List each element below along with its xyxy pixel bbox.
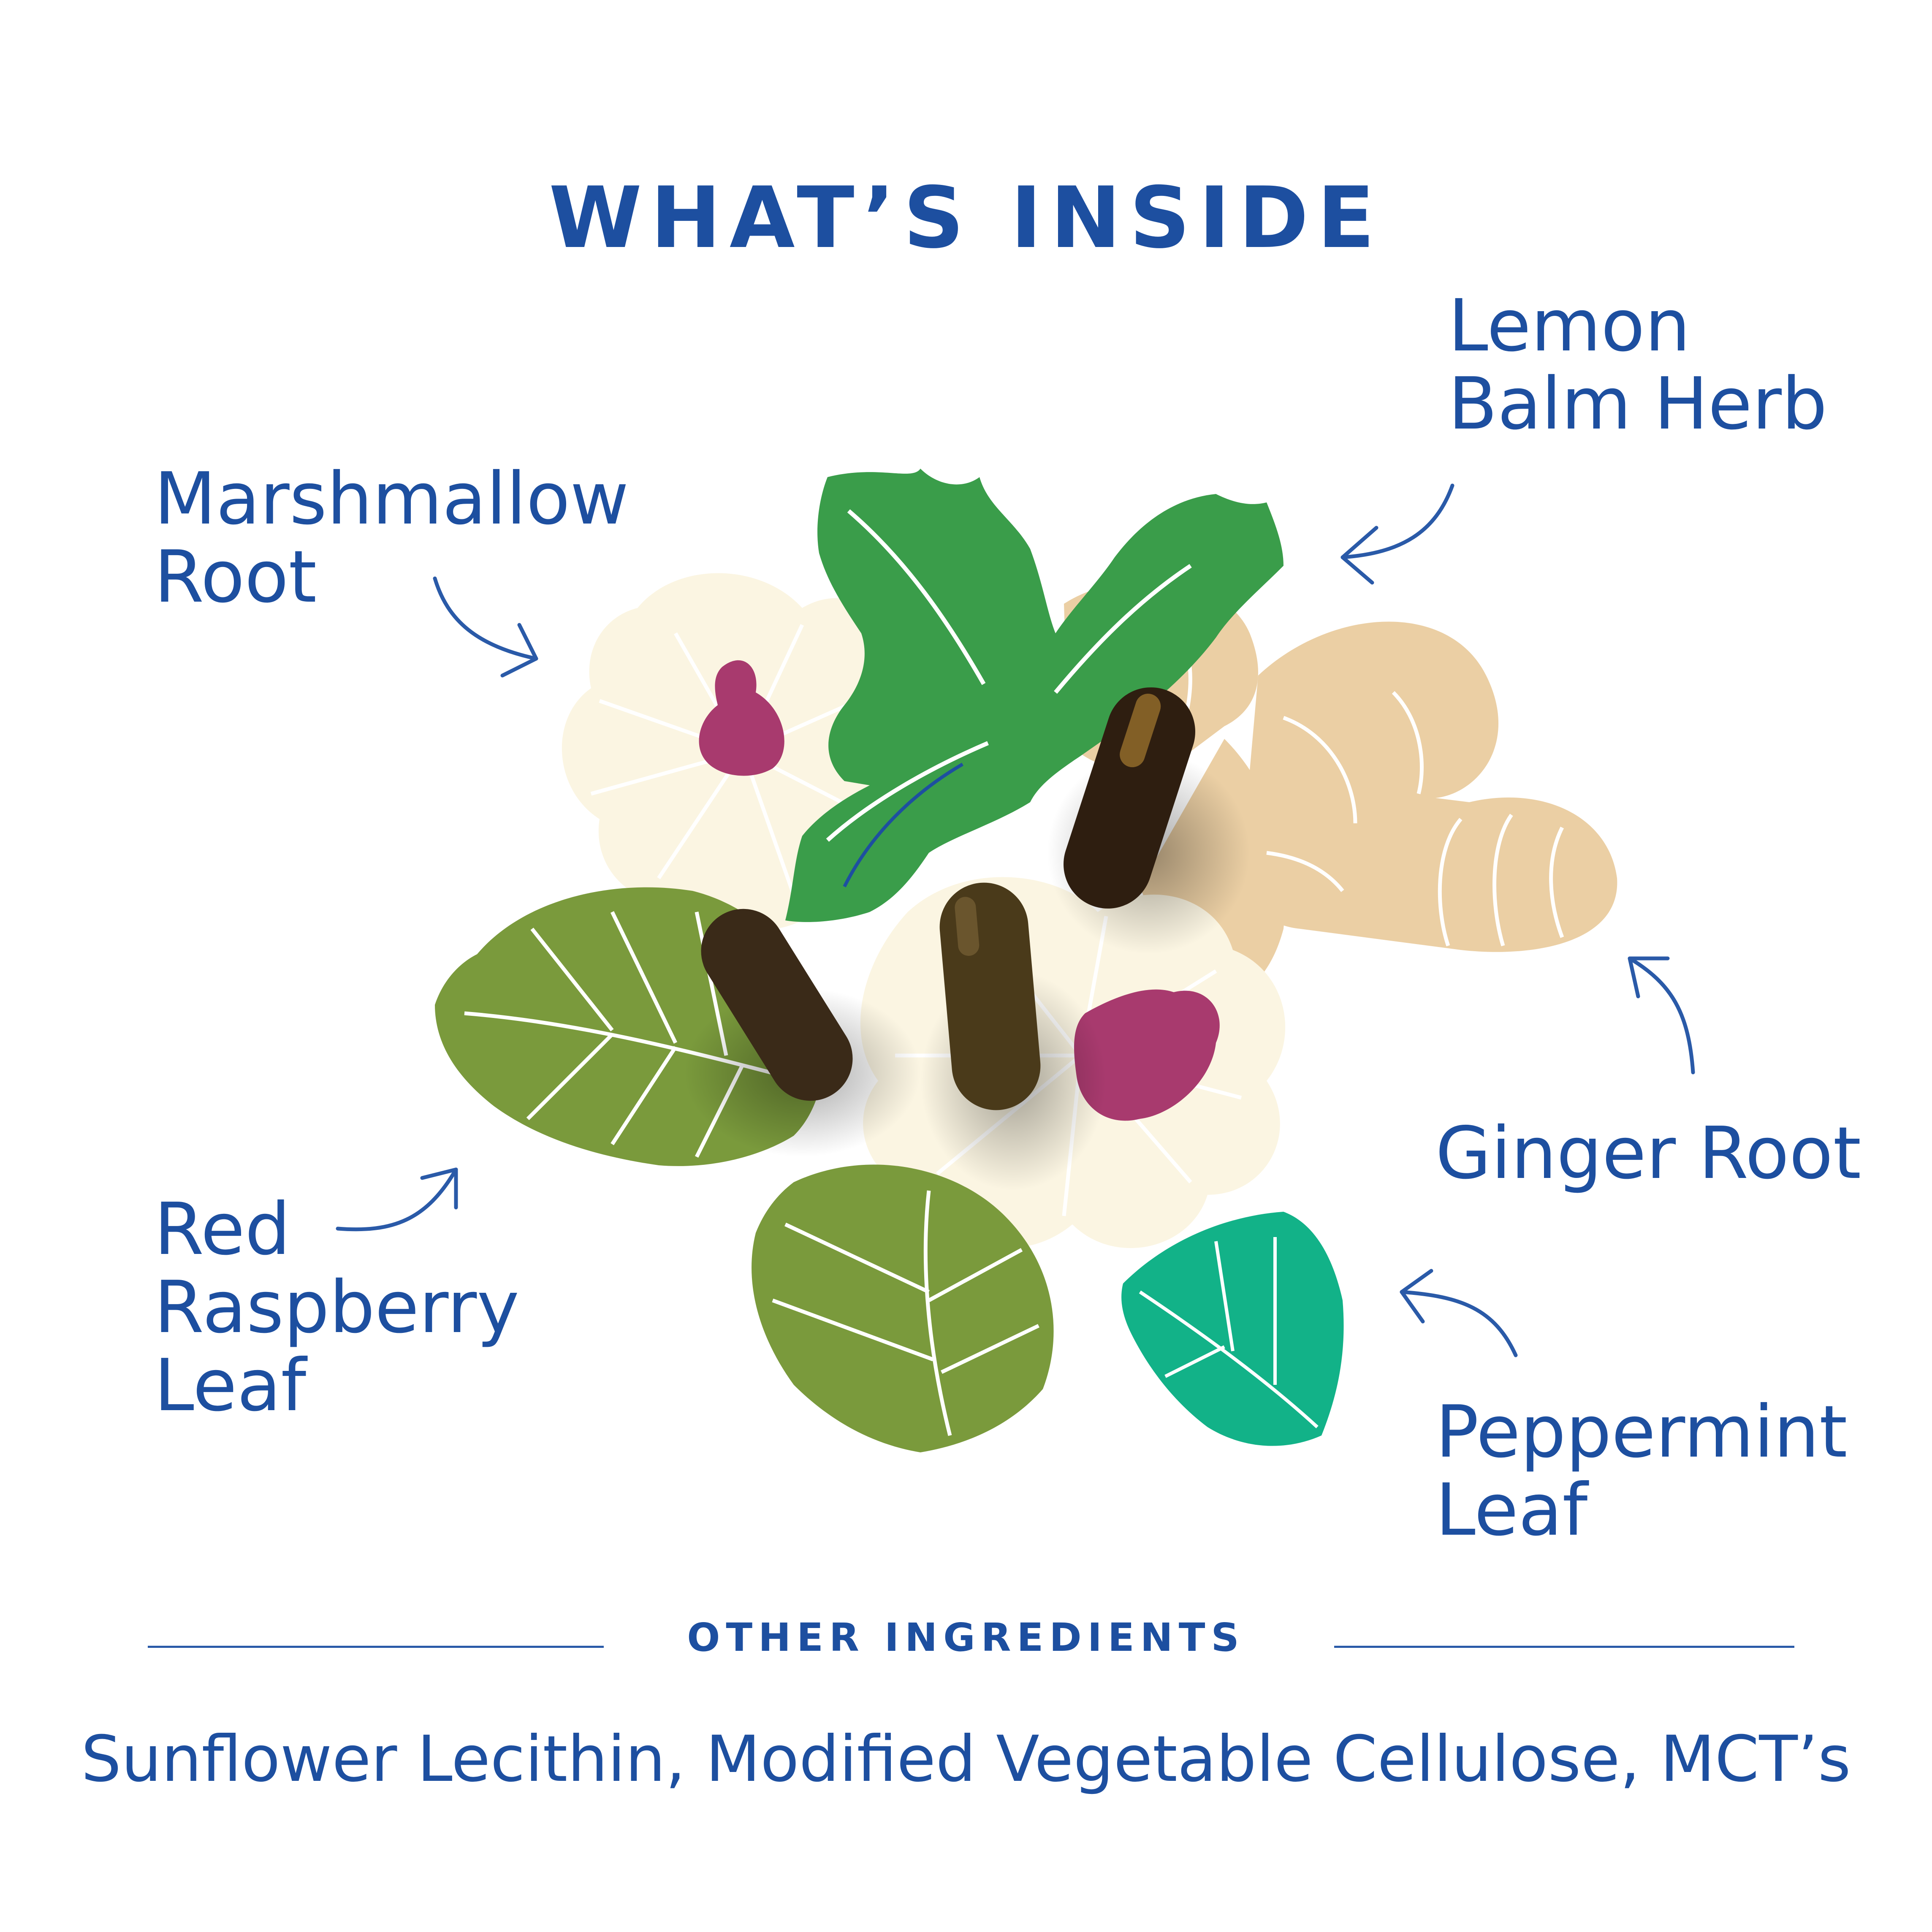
ginger-arrow-icon xyxy=(1628,956,1695,1075)
page-title: WHAT’S INSIDE xyxy=(548,169,1384,267)
ginger-label: Ginger Root xyxy=(1435,1112,1861,1195)
marshmallow-arrow-icon xyxy=(433,576,538,678)
divider-right xyxy=(1334,1646,1794,1648)
red-raspberry-label: Red Raspberry Leaf xyxy=(154,1188,519,1427)
divider-left xyxy=(148,1646,604,1648)
lemon-balm-arrow-icon xyxy=(1340,483,1454,585)
red-raspberry-leaf-image-2 xyxy=(752,1164,1054,1452)
lemon-balm-label: Lemon Balm Herb xyxy=(1448,284,1827,446)
peppermint-arrow-icon xyxy=(1400,1269,1518,1357)
lemon-balm-leaf-image xyxy=(785,469,1283,922)
capsules-image xyxy=(684,687,1250,1191)
other-ingredients-heading: OTHER INGREDIENTS xyxy=(687,1615,1245,1660)
other-ingredients-list: Sunflower Lecithin, Modified Vegetable C… xyxy=(81,1723,1851,1796)
capsule-right xyxy=(1064,687,1195,909)
marshmallow-label: Marshmallow Root xyxy=(154,457,629,619)
peppermint-label: Peppermint Leaf xyxy=(1435,1390,1848,1552)
red-raspberry-arrow-icon xyxy=(336,1167,458,1232)
peppermint-leaf-image xyxy=(1121,1212,1344,1446)
capsule-left xyxy=(701,909,853,1101)
